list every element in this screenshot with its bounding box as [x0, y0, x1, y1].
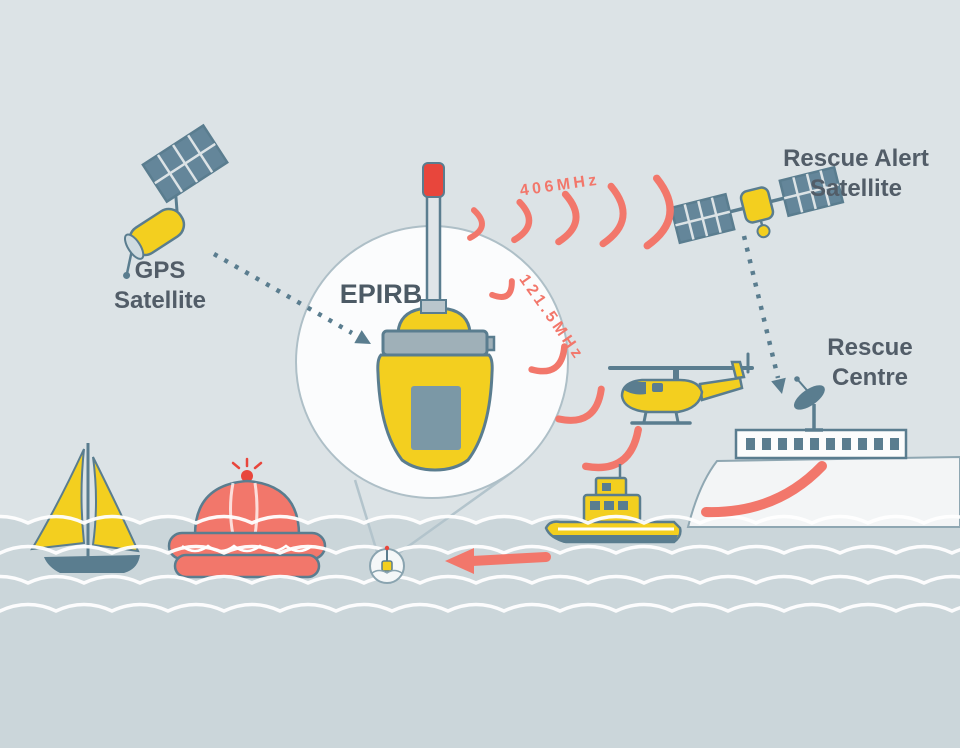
gps-satellite-label-line1: GPS	[135, 257, 186, 284]
gps-satellite-icon	[123, 123, 229, 279]
lifeboat-icon	[544, 458, 682, 544]
raft-beacon-light	[231, 457, 263, 482]
satellite-to-rescue-centre-arrow	[741, 235, 786, 394]
epirb-device-illustration	[376, 162, 496, 472]
building-windows	[746, 438, 899, 450]
epirb-collar	[420, 299, 447, 314]
gps-signal-arrow	[212, 252, 371, 344]
sea-background	[0, 516, 960, 748]
floating-epirb-beacon	[369, 545, 405, 584]
rescue-alert-satellite-label-line1: Rescue Alert	[783, 145, 929, 172]
rescue-dispatch-swoosh	[701, 461, 827, 518]
epirb-label: EPIRB	[340, 279, 423, 309]
rescue-alert-satellite-icon	[669, 165, 845, 245]
signal-arcs-406mhz	[467, 174, 674, 250]
rescue-alert-satellite-label-line2: Satellite	[810, 175, 902, 202]
epirb-label-panel	[411, 386, 461, 450]
satellite-dish-icon	[793, 376, 825, 432]
epirb-antenna-cap	[422, 162, 445, 198]
sea-waves	[0, 514, 960, 613]
rescue-centre-building	[734, 376, 908, 460]
rescue-centre-label-line2: Centre	[832, 364, 908, 391]
boat-to-beacon-arrow	[445, 548, 551, 574]
sailboat-icon	[30, 443, 140, 573]
rescue-centre-label-line1: Rescue	[827, 334, 912, 361]
epirb-top-dome	[396, 307, 472, 334]
epirb-antenna	[425, 194, 442, 316]
helicopter-icon	[608, 352, 754, 425]
epirb-gray-band	[381, 329, 489, 357]
gps-satellite-label-line2: Satellite	[114, 287, 206, 314]
